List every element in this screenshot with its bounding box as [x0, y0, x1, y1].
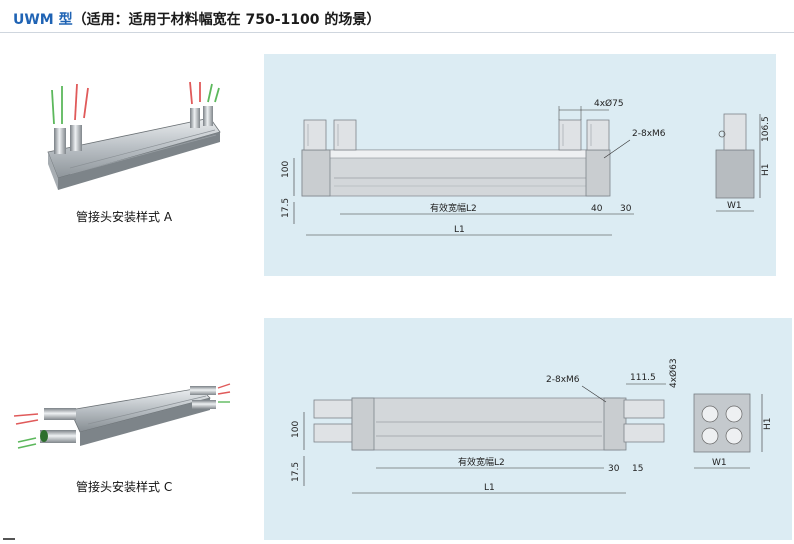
dim-c-17: 17.5 [291, 462, 301, 482]
dim-c-dia: 4xØ63 [668, 358, 679, 388]
product-image-a [47, 81, 221, 190]
model-note: （适用：适用于材料幅宽在 750-1100 的场景） [72, 12, 381, 28]
dim-a-106: 106.5 [761, 116, 771, 142]
caption-style-a: 管接头安装样式 A [76, 210, 173, 224]
dim-c-h1: H1 [763, 418, 773, 431]
dim-a-30: 30 [620, 204, 632, 214]
dim-c-l2: 有效宽幅L2 [458, 456, 505, 468]
dim-a-h1: H1 [761, 164, 771, 177]
dim-a-100: 100 [281, 161, 291, 178]
dim-c-l1: L1 [484, 483, 495, 493]
dim-a-w1: W1 [727, 201, 742, 211]
caption-style-c: 管接头安装样式 C [76, 480, 173, 494]
dim-a-screw: 2-8xM6 [632, 129, 666, 139]
header-divider [0, 32, 794, 33]
dim-a-l1: L1 [454, 225, 465, 235]
dim-c-15: 15 [632, 464, 643, 474]
arrow-up-icon [51, 81, 220, 125]
dim-a-dia: 4xØ75 [594, 98, 624, 109]
dim-c-30: 30 [608, 464, 620, 474]
drawing-panel-a: 4xØ75 2-8xM6 100 17.5 有效宽幅L2 40 30 L1 10… [264, 54, 776, 276]
dim-c-screw: 2-8xM6 [546, 375, 580, 385]
model-name: UWM 型 [13, 12, 73, 28]
dim-c-111: 111.5 [630, 373, 656, 383]
product-image-c [13, 383, 231, 449]
dim-c-w1: W1 [712, 458, 727, 468]
dim-a-40: 40 [591, 204, 603, 214]
dim-a-l2: 有效宽幅L2 [430, 202, 477, 214]
arrow-left-icon [13, 383, 231, 449]
drawing-c: 2-8xM6 111.5 4xØ63 100 17.5 有效宽幅L2 30 15… [291, 358, 773, 494]
page-mark [3, 538, 15, 540]
page-title: UWM 型（适用：适用于材料幅宽在 750-1100 的场景） [13, 9, 380, 29]
drawing-a: 4xØ75 2-8xM6 100 17.5 有效宽幅L2 40 30 L1 10… [281, 98, 771, 236]
drawing-panel-c: 2-8xM6 111.5 4xØ63 100 17.5 有效宽幅L2 30 15… [264, 318, 792, 540]
dim-a-17: 17.5 [281, 198, 291, 218]
dim-c-100: 100 [291, 421, 301, 438]
